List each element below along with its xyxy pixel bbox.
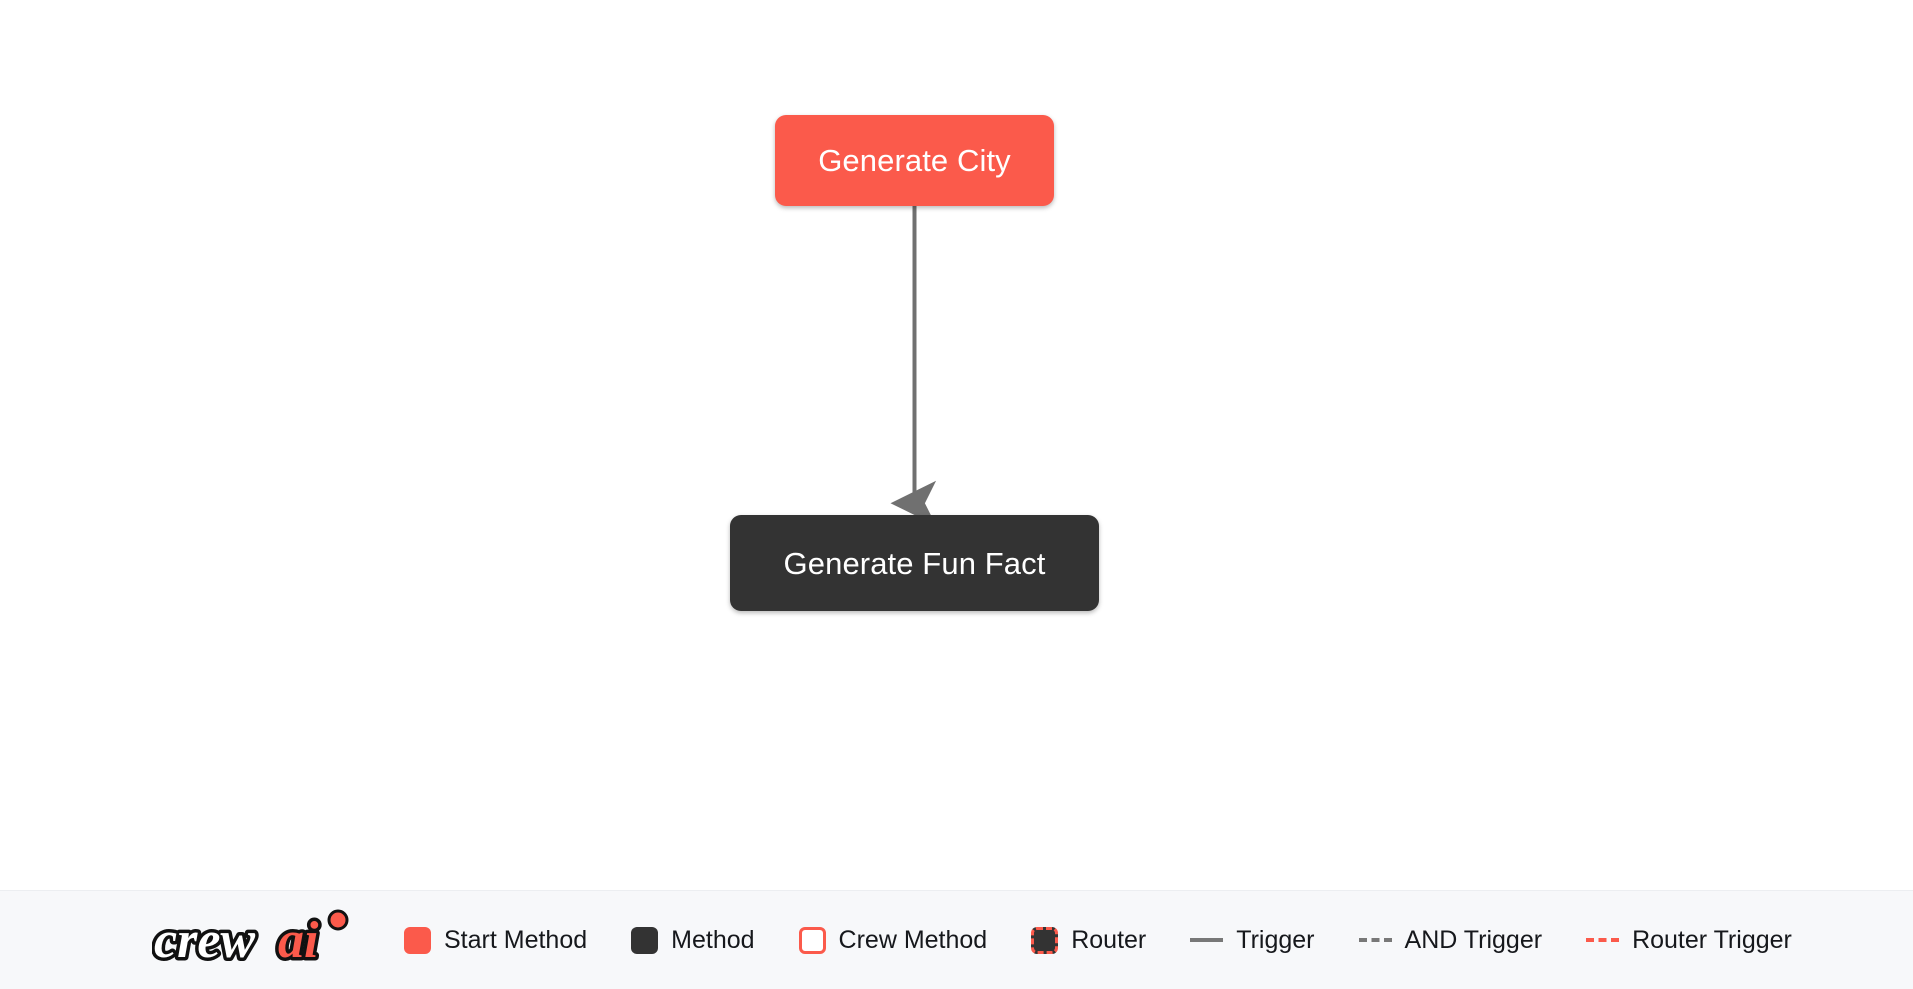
flow-node-generate-fun-fact[interactable]: Generate Fun Fact [730, 515, 1099, 611]
flow-canvas[interactable]: Generate City Generate Fun Fact [0, 0, 1913, 890]
crewai-logo: crew crew ai ai [152, 909, 349, 971]
legend-item-label: Router [1071, 925, 1147, 954]
router-swatch-icon [1031, 926, 1059, 954]
crew-method-swatch-icon [798, 926, 826, 954]
legend-items: Start Method Method Crew Method Router T… [404, 925, 1792, 954]
legend-item-crew-method: Crew Method [798, 925, 988, 954]
crewai-logo-text-crew: crew [154, 912, 255, 969]
method-swatch-icon [631, 926, 659, 954]
and-trigger-line-icon [1358, 938, 1392, 942]
trigger-line-icon [1190, 938, 1224, 942]
legend-item-label: Method [671, 925, 755, 954]
legend-item-router-trigger: Router Trigger [1586, 925, 1792, 954]
crewai-logo-dot [327, 909, 349, 931]
legend-item-label: Router Trigger [1632, 925, 1792, 954]
legend-item-label: Trigger [1236, 925, 1315, 954]
crewai-logo-outline-ai: ai [278, 912, 319, 969]
legend-item-trigger: Trigger [1190, 925, 1315, 954]
legend-item-label: Crew Method [838, 925, 988, 954]
start-method-swatch-icon [404, 926, 431, 954]
flow-node-generate-city[interactable]: Generate City [775, 115, 1054, 206]
router-trigger-line-icon [1586, 938, 1620, 942]
crewai-logo-outline-crew: crew [154, 912, 255, 969]
flow-node-label: Generate City [818, 143, 1011, 178]
legend-item-label: Start Method [444, 925, 588, 954]
legend-bar: crew crew ai ai Start Method Method Crew… [0, 890, 1913, 989]
legend-item-label: AND Trigger [1404, 925, 1543, 954]
legend-item-and-trigger: AND Trigger [1358, 925, 1543, 954]
legend-item-method: Method [631, 925, 755, 954]
crewai-logo-text-ai: ai [278, 912, 319, 969]
legend-item-router: Router [1031, 925, 1147, 954]
flow-node-label: Generate Fun Fact [783, 545, 1046, 581]
legend-item-start-method: Start Method [404, 925, 588, 954]
